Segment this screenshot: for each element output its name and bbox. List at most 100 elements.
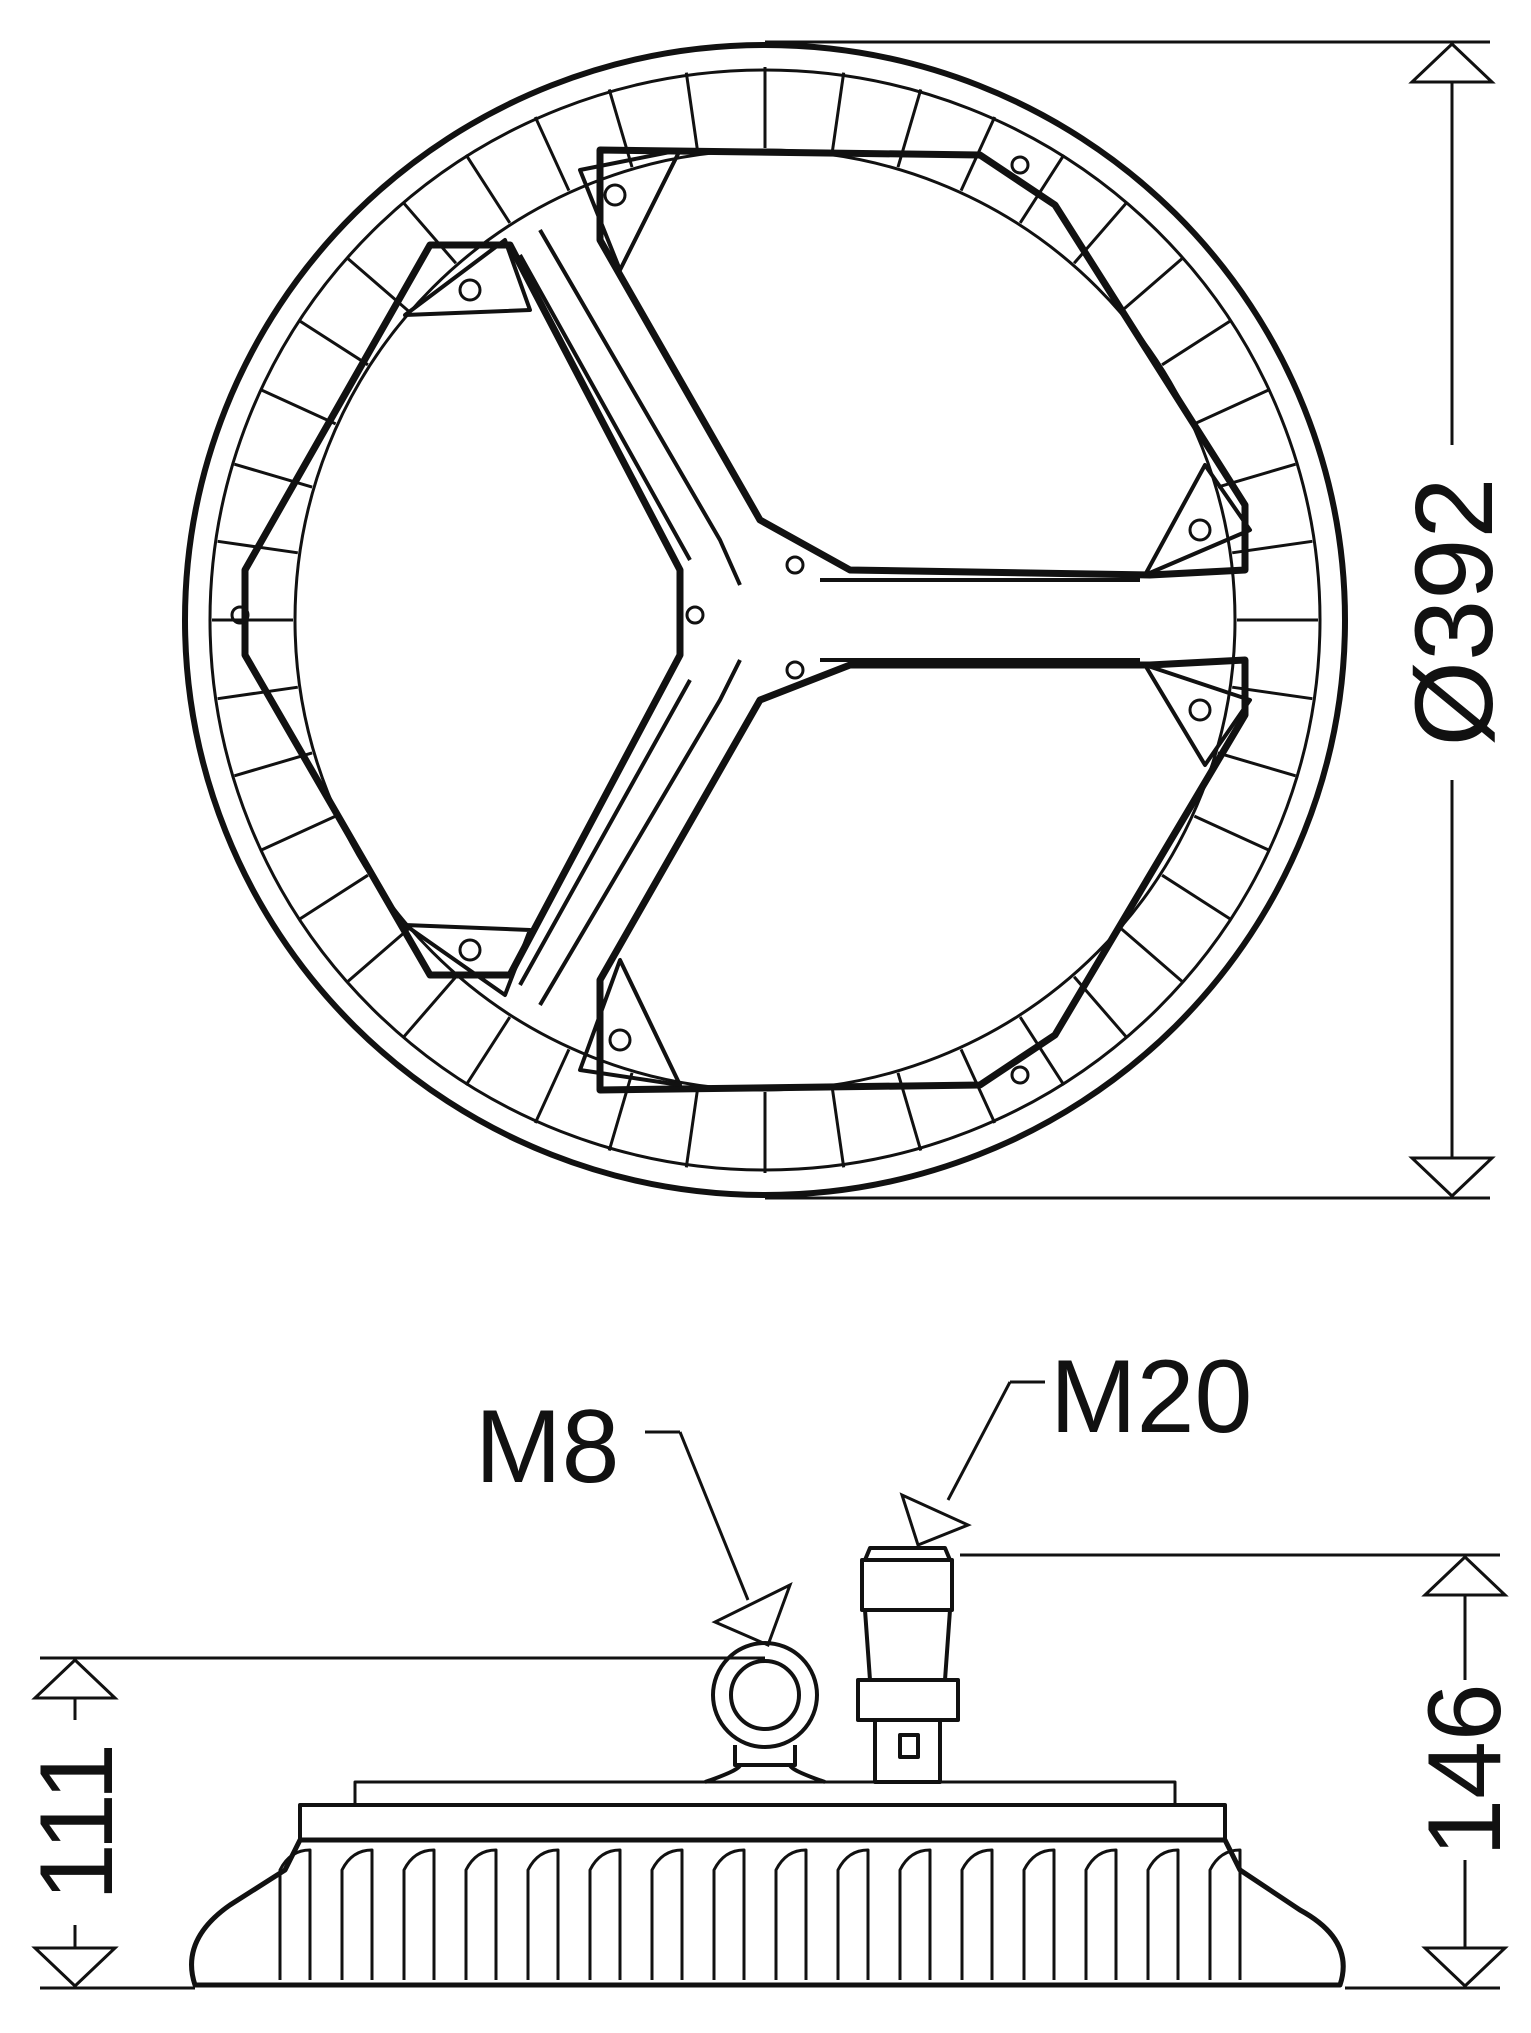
diameter-label: Ø392 [1393,477,1516,746]
fin [830,1086,846,1168]
fin [684,72,700,154]
top-view [182,42,1348,1198]
bracket-plate [403,238,532,317]
side-fin [1146,1848,1180,1980]
bracket-arm-right [820,578,1140,662]
side-view [189,1546,1346,1988]
fin [401,975,458,1039]
fin [533,1048,571,1124]
eye-bolt [704,1641,826,1784]
arrow-icon [1421,1554,1509,1597]
side-fin [278,1848,312,1980]
housing-top-plate [298,1803,1227,1842]
arrow-icon [31,1657,119,1700]
outer-ring [182,42,1348,1198]
fin [533,116,571,192]
bracket-plate [1143,663,1252,767]
fin [1193,814,1269,852]
cable-gland [856,1546,960,1784]
fin [1018,1016,1066,1087]
fin [1193,388,1269,426]
arrow-icon [31,1946,119,1989]
screw-icon [1010,1065,1030,1085]
fin [464,1016,512,1087]
side-fin [1022,1848,1056,1980]
side-fin [650,1848,684,1980]
fin [1018,153,1066,224]
screw-icon [458,278,482,302]
screws [230,155,1212,1085]
bracket-plate [403,923,532,997]
side-fin [1208,1848,1242,1980]
housing-cover [353,1780,1177,1807]
fin [607,88,634,168]
fin [233,751,313,778]
fin [1161,319,1232,367]
bracket-plate [578,958,682,1087]
gland-thread [873,1718,942,1784]
fin [233,462,313,489]
fin [401,201,458,265]
side-fin [526,1848,560,1980]
side-fin [1084,1848,1118,1980]
bracket-plate [578,148,682,272]
side-fin [464,1848,498,1980]
gland-nut [860,1558,954,1612]
led-panel-top-right [596,146,1249,579]
side-fin [588,1848,622,1980]
screw-icon [1188,518,1212,542]
side-fin [774,1848,808,1980]
fin [830,72,846,154]
fin [261,814,337,852]
fin [464,153,512,224]
height-111-dimension [31,1656,765,1990]
fin [1217,751,1297,778]
fin [1161,873,1232,921]
screw-icon [1010,155,1030,175]
side-fin [712,1848,746,1980]
side-fin [402,1848,436,1980]
arrow-icon [711,1581,793,1648]
leader-line [678,1431,750,1601]
inner-ring [208,68,1322,1172]
housing-body [189,1837,1346,1988]
side-fin [960,1848,994,1980]
m8-callout [645,1430,793,1648]
eye-bolt-ring-inner [729,1659,801,1731]
led-panel-bottom-right [596,656,1249,1094]
side-fin [898,1848,932,1980]
side-fins [278,1848,1242,1980]
fin [298,873,369,921]
screw-icon [458,938,482,962]
led-panel-left [241,241,684,979]
fin [684,1086,700,1168]
heat-sink-fins [212,67,1318,1173]
arrow-icon [899,1492,972,1547]
bracket-arm-upper [518,228,742,586]
fin [1120,927,1184,984]
height-111-label: 111 [19,1743,135,1901]
bracket-plates [403,148,1252,1087]
m20-label: M20 [1050,1339,1252,1455]
leader-line [946,1381,1012,1501]
gland-body [863,1608,952,1682]
diameter-dimension [765,40,1496,1200]
side-fin [340,1848,374,1980]
screw-icon [230,605,250,625]
bracket-plate [1143,463,1252,577]
fin [298,319,369,367]
gland-connector [898,1733,920,1759]
screw-icon [603,183,627,207]
eye-bolt-base [704,1763,826,1784]
arrow-icon [1408,41,1496,84]
screw-icon [608,1028,632,1052]
bracket-arm-lower [518,659,742,1007]
fin [217,685,299,701]
fin [261,388,337,426]
fin [346,927,410,984]
screw-icon [785,660,805,680]
gland-hex [856,1678,960,1722]
m8-label: M8 [475,1389,619,1505]
screw-icon [1188,698,1212,722]
